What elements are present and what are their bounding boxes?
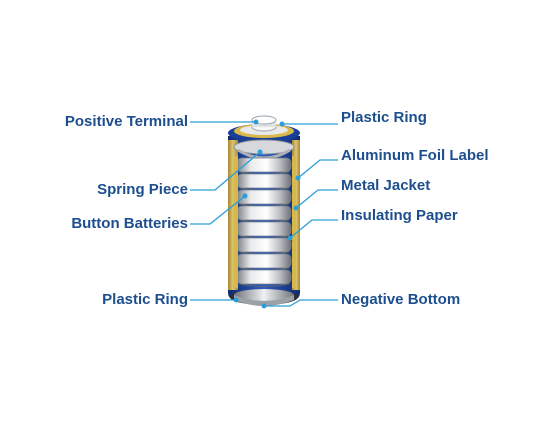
- button-battery-cell: [236, 157, 292, 175]
- button-battery-cell: [236, 269, 292, 287]
- button-battery-stack: [236, 157, 292, 287]
- label-negative-bottom: Negative Bottom: [341, 291, 461, 308]
- button-battery-cell: [236, 221, 292, 239]
- label-positive-terminal: Positive Terminal: [64, 113, 188, 130]
- label-aluminum-foil-label: Aluminum Foil Label: [341, 147, 489, 164]
- button-battery-cell: [236, 253, 292, 271]
- button-battery-cell: [236, 173, 292, 191]
- button-battery-cell: [236, 237, 292, 255]
- label-plastic-ring-bottom: Plastic Ring: [102, 291, 188, 308]
- label-button-batteries: Button Batteries: [71, 215, 188, 232]
- bottom-plastic-ring: [230, 289, 298, 306]
- leader-lines: [190, 119, 338, 309]
- button-battery-cell: [236, 205, 292, 223]
- label-insulating-paper: Insulating Paper: [341, 207, 458, 224]
- top-plastic-ring: [228, 115, 300, 142]
- label-spring-piece: Spring Piece: [97, 181, 188, 198]
- label-plastic-ring-top: Plastic Ring: [341, 109, 427, 126]
- label-metal-jacket: Metal Jacket: [341, 177, 431, 194]
